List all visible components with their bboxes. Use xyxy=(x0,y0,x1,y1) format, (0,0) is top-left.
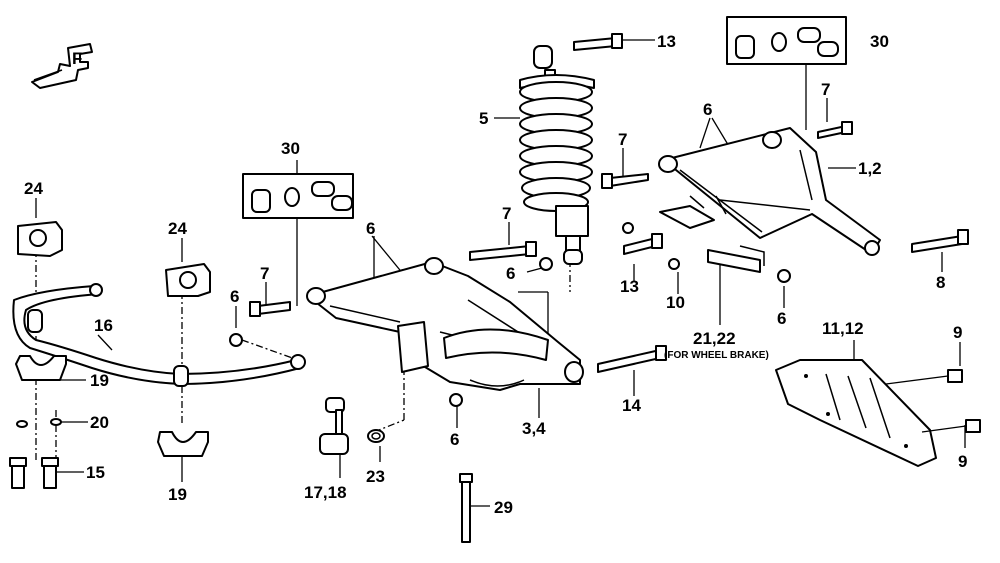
callout-11-12: 11,12 xyxy=(822,319,864,338)
callout-17-18: 17,18 xyxy=(304,483,347,502)
callout-1-2: 1,2 xyxy=(858,159,882,178)
callout-8: 8 xyxy=(936,273,945,292)
callout-30-left: 30 xyxy=(281,139,300,158)
wheel-brake-note: (FOR WHEEL BRAKE) xyxy=(664,350,769,361)
callout-6-bottom: 6 xyxy=(450,430,459,449)
callout-7-link: 7 xyxy=(260,264,269,283)
bushing-kit-box-right xyxy=(726,16,847,65)
front-marker-letter: F xyxy=(72,49,82,68)
callout-7-arm: 7 xyxy=(502,204,511,223)
lower-a-arm xyxy=(306,257,584,391)
callout-24-right: 24 xyxy=(168,219,187,238)
bushing-bracket-left xyxy=(15,355,67,381)
callout-19-bottom: 19 xyxy=(168,485,187,504)
stabilizer-bushing-right xyxy=(165,263,211,297)
upper-a-arm xyxy=(658,127,881,273)
coil-spring xyxy=(519,81,593,212)
bolts xyxy=(9,33,981,543)
stabilizer-link xyxy=(319,397,349,455)
bushing-bracket-right xyxy=(157,431,209,457)
link-washer xyxy=(367,429,385,443)
callout-14: 14 xyxy=(622,396,641,415)
callout-7-upper-right: 7 xyxy=(821,80,830,99)
callout-30-right: 30 xyxy=(870,32,889,51)
shock-absorber xyxy=(519,45,595,265)
callout-6-arm: 6 xyxy=(366,219,375,238)
bushing-kit-box-left xyxy=(242,173,354,219)
stabilizer-bar xyxy=(12,283,306,387)
callout-21-22: 21,22 xyxy=(693,329,736,348)
callout-9-top: 9 xyxy=(953,323,962,342)
callout-13-mid: 13 xyxy=(620,277,639,296)
callout-3-4: 3,4 xyxy=(522,419,546,438)
callout-24-left: 24 xyxy=(24,179,43,198)
alignment-lines xyxy=(35,60,571,460)
callout-labels: 13 30 7 5 6 7 1,2 30 24 24 7 6 6 7 6 13 … xyxy=(24,32,967,517)
callout-6-right: 6 xyxy=(777,309,786,328)
front-direction-icon: F xyxy=(31,43,93,89)
callout-16: 16 xyxy=(94,316,113,335)
callout-13-top: 13 xyxy=(657,32,676,51)
callout-20: 20 xyxy=(90,413,109,432)
callout-29: 29 xyxy=(494,498,513,517)
callout-9-bottom: 9 xyxy=(958,452,967,471)
callout-6-left: 6 xyxy=(230,287,239,306)
callout-6-shock: 6 xyxy=(506,264,515,283)
callout-5: 5 xyxy=(479,109,488,128)
callout-10: 10 xyxy=(666,293,685,312)
callout-15: 15 xyxy=(86,463,105,482)
washers xyxy=(16,418,62,428)
callout-23: 23 xyxy=(366,467,385,486)
callout-19-left: 19 xyxy=(90,371,109,390)
callout-7-mid: 7 xyxy=(618,130,627,149)
callout-6-upper: 6 xyxy=(703,100,712,119)
stabilizer-bushing-left xyxy=(17,221,63,257)
skid-guard-plate xyxy=(775,359,967,467)
